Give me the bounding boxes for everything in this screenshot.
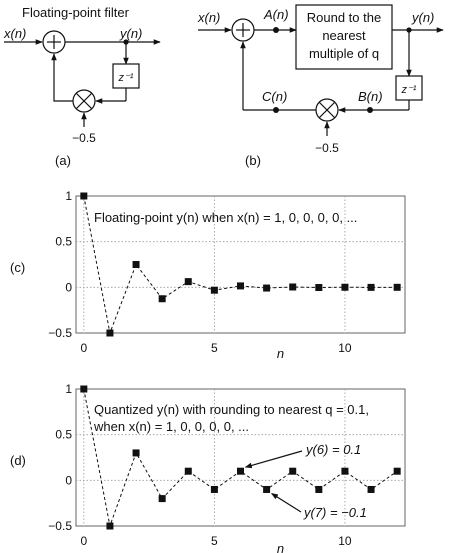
data-point xyxy=(393,467,401,475)
diagram-b-input-label: x(n) xyxy=(197,10,220,25)
x-tick-label: 5 xyxy=(211,534,218,548)
diagram-b-node-b-label: B(n) xyxy=(358,89,383,104)
data-point xyxy=(210,286,218,294)
chart-frame xyxy=(75,195,406,334)
diagram-b-multiplier xyxy=(315,98,339,122)
diagram-a-title: Floating-point filter xyxy=(22,5,130,20)
x-tick-label: 0 xyxy=(80,534,87,548)
data-point xyxy=(80,192,88,200)
data-point xyxy=(184,278,192,286)
y-tick-label: −0.5 xyxy=(48,519,72,533)
diagram-b-quantizer-block: Round to the nearest multiple of q xyxy=(295,4,393,70)
quantizer-line-2: nearest xyxy=(322,28,366,43)
y-tick-label: 1 xyxy=(65,382,72,396)
data-point xyxy=(393,283,401,291)
data-point xyxy=(158,295,166,303)
data-point xyxy=(132,449,140,457)
diagram-a-output-label: y(n) xyxy=(119,26,142,41)
data-point xyxy=(106,522,114,530)
diagram-b-adder xyxy=(231,18,255,42)
diagram-b-coef: −0.5 xyxy=(315,141,339,155)
diagram-b-node-a-label: A(n) xyxy=(263,7,289,22)
data-point xyxy=(184,467,192,475)
annotation-label: y(7) = −0.1 xyxy=(303,505,367,520)
quantizer-line-3: multiple of q xyxy=(309,46,379,61)
y-tick-label: 0 xyxy=(65,280,72,294)
data-point xyxy=(237,467,244,475)
diagram-b-node-b-dot xyxy=(367,107,373,113)
diagram-b-delay-label: z⁻¹ xyxy=(401,84,417,96)
chart-frame xyxy=(75,388,406,527)
data-point xyxy=(289,283,297,291)
x-tick-label: 10 xyxy=(338,534,352,548)
chart-panel-c: 1 0.5 0 −0.5 0 5 10 n (c) Floating-point y(n) whe… xyxy=(10,189,406,361)
annotation-arrow xyxy=(244,450,303,469)
panel-label: (d) xyxy=(10,453,26,468)
diagram-b-node-c-dot xyxy=(273,107,279,113)
diagram-b-node-a-dot xyxy=(273,27,279,33)
x-tick-label: 0 xyxy=(80,341,87,355)
diagram-a-caption: (a) xyxy=(55,153,71,168)
diagram-b: x(n) A(n) Round to the nearest multiple … xyxy=(197,4,444,168)
chart-panel-d: 1 0.5 0 −0.5 0 5 10 n (d) Quantized y(n) with rou… xyxy=(10,382,406,553)
data-point xyxy=(158,495,166,503)
diagram-a-return-wire xyxy=(51,53,73,102)
y-tick-label: 1 xyxy=(65,189,72,203)
y-tick-label: 0.5 xyxy=(55,428,72,442)
y-tick-label: 0 xyxy=(65,473,72,487)
y-tick-label: 0.5 xyxy=(55,235,72,249)
data-point xyxy=(315,284,323,292)
data-point xyxy=(263,485,271,493)
data-point xyxy=(367,283,375,291)
data-point xyxy=(132,261,140,268)
panel-label: (c) xyxy=(10,260,25,275)
diagram-a-delay-block: z⁻¹ xyxy=(112,63,140,89)
data-point xyxy=(263,284,271,292)
chart-title: Floating-point y(n) when x(n) = 1, 0, 0,… xyxy=(94,210,357,225)
diagram-b-output-label: y(n) xyxy=(411,10,434,25)
data-point xyxy=(289,467,297,475)
annotation-label: y(6) = 0.1 xyxy=(305,442,361,457)
diagram-b-node-c-label: C(n) xyxy=(262,89,287,104)
y-tick-label: −0.5 xyxy=(48,326,72,340)
diagram-a-delay-label: z⁻¹ xyxy=(118,72,134,84)
chart-title: Quantized y(n) with rounding to nearest … xyxy=(94,402,369,417)
annotation-arrow xyxy=(271,492,302,513)
data-point xyxy=(341,283,349,291)
x-tick-label: 10 xyxy=(338,341,352,355)
chart-title-line-2: when x(n) = 1, 0, 0, 0, 0, ... xyxy=(93,419,249,434)
diagram-a-multiplier xyxy=(72,89,96,113)
diagram-a-coef: −0.5 xyxy=(72,131,96,145)
data-point xyxy=(80,385,88,393)
quantizer-line-1: Round to the xyxy=(307,10,381,25)
data-point xyxy=(237,282,244,290)
diagram-a-input-label: x(n) xyxy=(3,26,26,41)
diagram-a-adder xyxy=(42,30,66,54)
data-point xyxy=(106,329,114,337)
diagram-a: Floating-point filter x(n) y(n) z⁻¹ −0.5… xyxy=(3,5,161,168)
x-tick-label: 5 xyxy=(211,341,218,355)
data-point xyxy=(210,485,218,493)
data-point xyxy=(341,467,349,475)
data-point xyxy=(315,485,323,493)
x-axis-label: n xyxy=(277,541,284,553)
data-point xyxy=(367,485,375,493)
diagram-b-delay-block: z⁻¹ xyxy=(395,75,423,101)
diagram-b-caption: (b) xyxy=(245,153,261,168)
x-axis-label: n xyxy=(277,346,284,361)
